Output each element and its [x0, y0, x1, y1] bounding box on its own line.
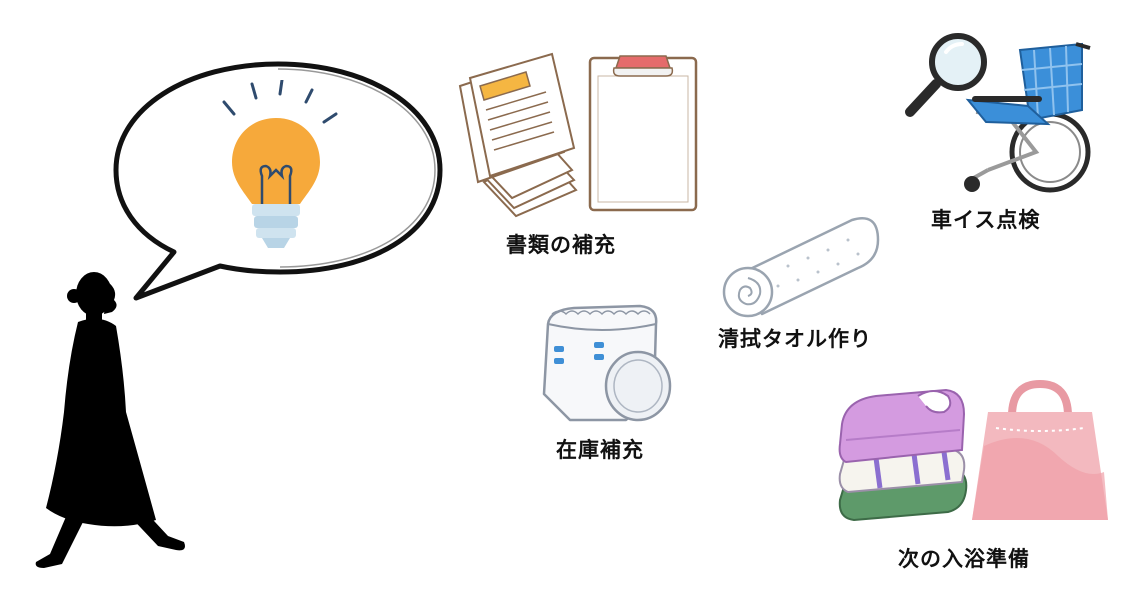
- walking-woman-silhouette-icon: [28, 262, 198, 574]
- towel-label: 清拭タオル作り: [718, 327, 872, 351]
- documents-label: 書類の補充: [506, 233, 616, 257]
- document-stack-icon: [454, 52, 580, 218]
- wheelchair-icon: [958, 40, 1092, 198]
- stock-label: 在庫補充: [556, 438, 644, 462]
- lightbulb-icon: [216, 80, 340, 255]
- folded-clothes-icon: [836, 384, 972, 524]
- shopping-bag-icon: [968, 376, 1112, 526]
- clipboard-icon: [586, 54, 700, 214]
- bath-label: 次の入浴準備: [898, 547, 1030, 571]
- diaper-icon: [530, 302, 676, 430]
- rolled-towel-icon: [718, 210, 882, 318]
- magnifying-glass-icon: [902, 30, 998, 120]
- wheelchair-label: 車イス点検: [931, 208, 1041, 232]
